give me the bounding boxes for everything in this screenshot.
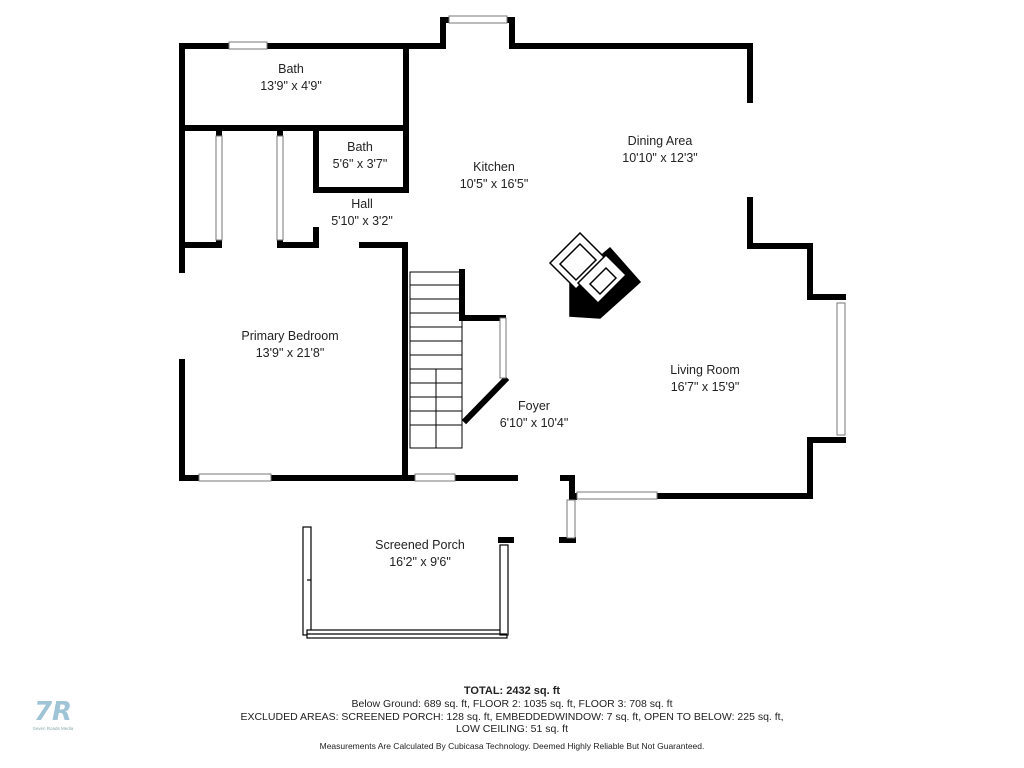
window-bath-top: [228, 41, 268, 50]
window-bay: [836, 302, 846, 436]
logo-tagline: Seven Roads Media: [32, 726, 74, 731]
window-closet-left: [215, 135, 223, 241]
brand-logo: 7R Seven Roads Media: [28, 694, 78, 734]
window-porch-right-top: [566, 499, 576, 539]
window-closet-right: [276, 135, 284, 241]
stairs: [409, 271, 463, 449]
low-ceiling: LOW CEILING: 51 sq. ft: [455, 723, 569, 735]
wall-hall-low: [359, 242, 408, 481]
porch-screens: [302, 526, 509, 639]
logo-mark-icon: 7R: [34, 697, 72, 727]
wall-foyer-right: [560, 475, 575, 500]
window-living-bottom: [576, 491, 658, 500]
wall-closet-left: [182, 127, 222, 248]
window-kitchen-top: [448, 15, 508, 24]
floor-plan: [179, 15, 846, 639]
walls: [179, 17, 846, 543]
window-bedroom-bottom2: [414, 473, 456, 482]
wall-top-left: [179, 17, 753, 103]
wall-closet-right: [277, 127, 319, 248]
wall-stair-diag: [461, 375, 510, 425]
windows: [198, 15, 846, 539]
area-summary: TOTAL: 2432 sq. ft Below Ground: 689 sq.…: [0, 685, 1024, 736]
disclaimer: Measurements Are Calculated By Cubicasa …: [319, 741, 705, 751]
window-stair: [499, 317, 507, 379]
svg-text:7R: 7R: [34, 697, 72, 726]
window-bedroom-bottom: [198, 473, 272, 482]
porch-right-screen: [499, 544, 509, 636]
porch-left-screen: [302, 526, 312, 636]
wall-dining-right: [747, 197, 846, 300]
floor-areas: Below Ground: 689 sq. ft, FLOOR 2: 1035 …: [351, 698, 673, 710]
wall-small-bath: [313, 127, 407, 193]
wall-living-right: [654, 437, 846, 499]
excluded-areas: EXCLUDED AREAS: SCREENED PORCH: 128 sq. …: [240, 710, 784, 723]
wall-left-lower: [179, 359, 408, 481]
total-area: TOTAL: 2432 sq. ft: [463, 685, 561, 697]
fireplace: [548, 231, 642, 319]
wall-stair-right: [459, 269, 506, 321]
